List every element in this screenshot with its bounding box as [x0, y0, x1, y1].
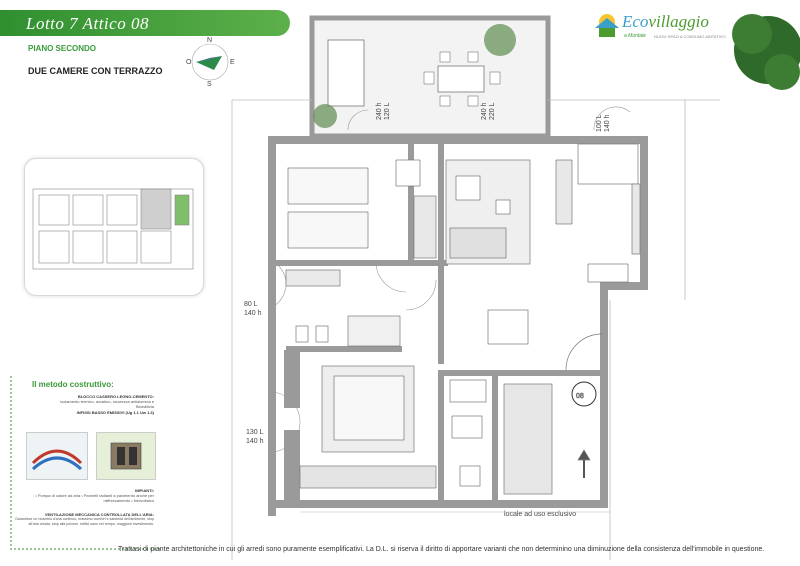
unit-type-label: DUE CAMERE CON TERRAZZO: [28, 66, 163, 76]
ecovillaggio-logo: Ecovillaggio a Montale NUOVI SPAZI A CON…: [592, 6, 726, 44]
living-room: [445, 159, 573, 345]
apartment-walls: [268, 136, 648, 516]
wardrobe: [503, 383, 553, 495]
method-block3-heading: IMPIANTI:: [135, 488, 154, 493]
page-title: Lotto 7 Attico 08: [26, 14, 149, 33]
bathroom-2: [449, 379, 487, 487]
window-left-lower-h: 140 h: [246, 438, 264, 445]
window-top-mid-h: 240 h: [481, 102, 488, 120]
construction-method-panel: Il metodo costruttivo: BLOCCO CASSERO LE…: [10, 376, 160, 550]
bedroom-twin: [287, 159, 437, 259]
compass-south-label: S: [207, 81, 212, 88]
window-left-upper-h: 140 h: [244, 310, 262, 317]
header-band: [0, 10, 290, 36]
window-left-lower-l: 130 L: [246, 429, 264, 436]
logo-wordmark: Ecovillaggio: [622, 12, 709, 31]
disclaimer: Trattasi di piante architettoniche in cu…: [118, 546, 765, 553]
insulation-diagram-image: [26, 432, 88, 480]
method-title: Il metodo costruttivo:: [32, 380, 114, 389]
storage-label: locale ad uso esclusivo: [504, 511, 576, 518]
house-logo-icon: [595, 14, 619, 37]
method-block4-heading: VENTILAZIONE MECCANICA CONTROLLATA DELL'…: [44, 512, 154, 517]
window-top-left-h: 240 h: [376, 102, 383, 120]
key-plan-drawing: [32, 188, 194, 270]
compass-icon: N E S O: [186, 37, 235, 88]
logo-location: a Montale: [624, 33, 646, 39]
kitchen: [577, 143, 641, 283]
entrance: 08: [565, 333, 603, 478]
floor-label: PIANO SECONDO: [28, 44, 97, 53]
master-bedroom: [299, 365, 437, 489]
door-swings: [269, 106, 631, 453]
key-plan-thumbnail: [24, 158, 204, 296]
method-block3-text: • Pompa di calore ad aria • Pannelli rad…: [35, 493, 154, 503]
wood-cement-block-image: [96, 432, 156, 480]
logo-tagline: NUOVI SPAZI A CONSUMO ABITATIVO: [654, 34, 726, 39]
window-top-left-l: 120 L: [384, 102, 391, 120]
method-block1-heading: BLOCCO CASSERO LEGNO-CEMENTO:: [77, 394, 154, 399]
tree-icon: [732, 14, 800, 90]
method-block2-heading: INFISSI BASSO EMISSIVI (Ug 1.1 Uw 1.3): [76, 410, 154, 415]
window-left-upper-l: 80 L: [244, 301, 258, 308]
bathroom-1: [285, 269, 401, 347]
method-block1-text: isolamento termico, acustico, sicurezza …: [60, 399, 154, 409]
window-top-right-h: 140 h: [604, 114, 611, 132]
compass-north-label: N: [207, 37, 212, 44]
compass-east-label: E: [230, 59, 235, 66]
compass-west-label: O: [186, 59, 192, 66]
method-block4-text: Garantisce un ricambio d'aria continuo, …: [15, 517, 154, 526]
unit-number: 08: [576, 393, 584, 400]
window-top-right-l: 100 L: [596, 114, 603, 132]
window-top-mid-l: 220 L: [489, 102, 496, 120]
window-dimensions: 240 h 120 L 240 h 220 L 100 L 140 h 80 L…: [244, 102, 611, 445]
terrace: [309, 15, 551, 139]
